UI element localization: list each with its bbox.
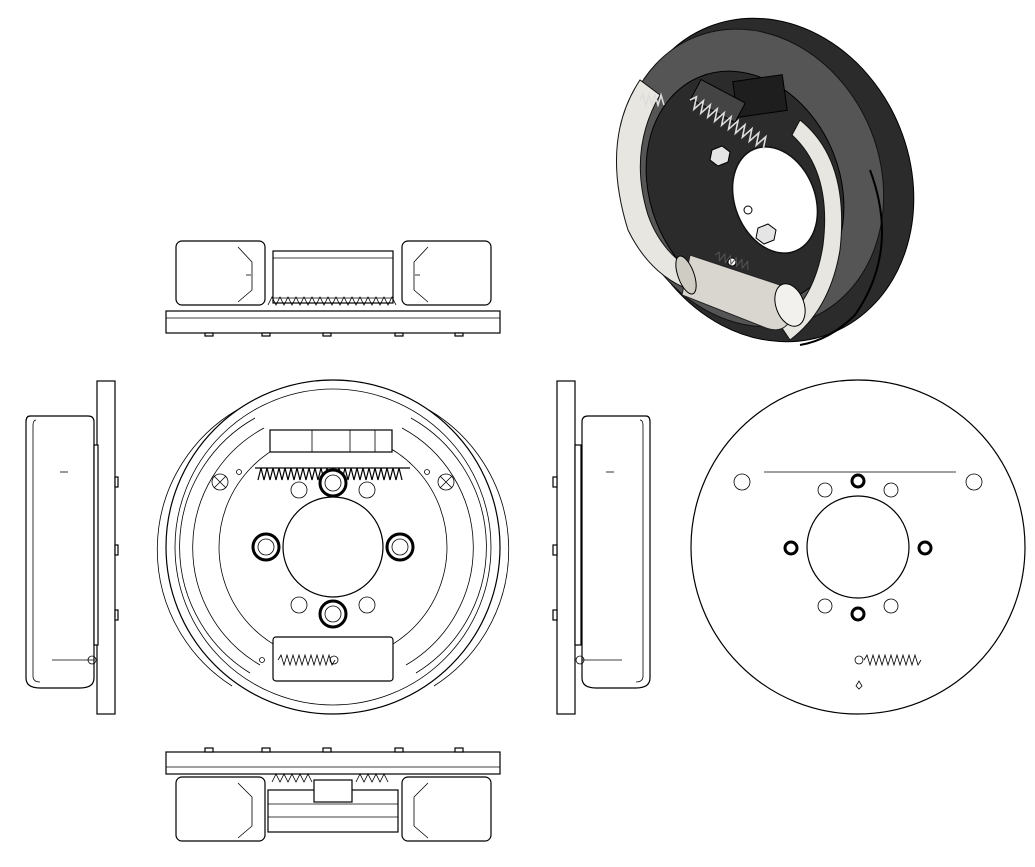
front-view	[156, 379, 510, 715]
left-side-view	[25, 380, 119, 715]
top-view	[165, 240, 501, 337]
back-view	[690, 379, 1026, 715]
right-side-view	[552, 380, 651, 715]
bottom-view	[165, 747, 501, 842]
isometric-view	[616, 17, 915, 346]
